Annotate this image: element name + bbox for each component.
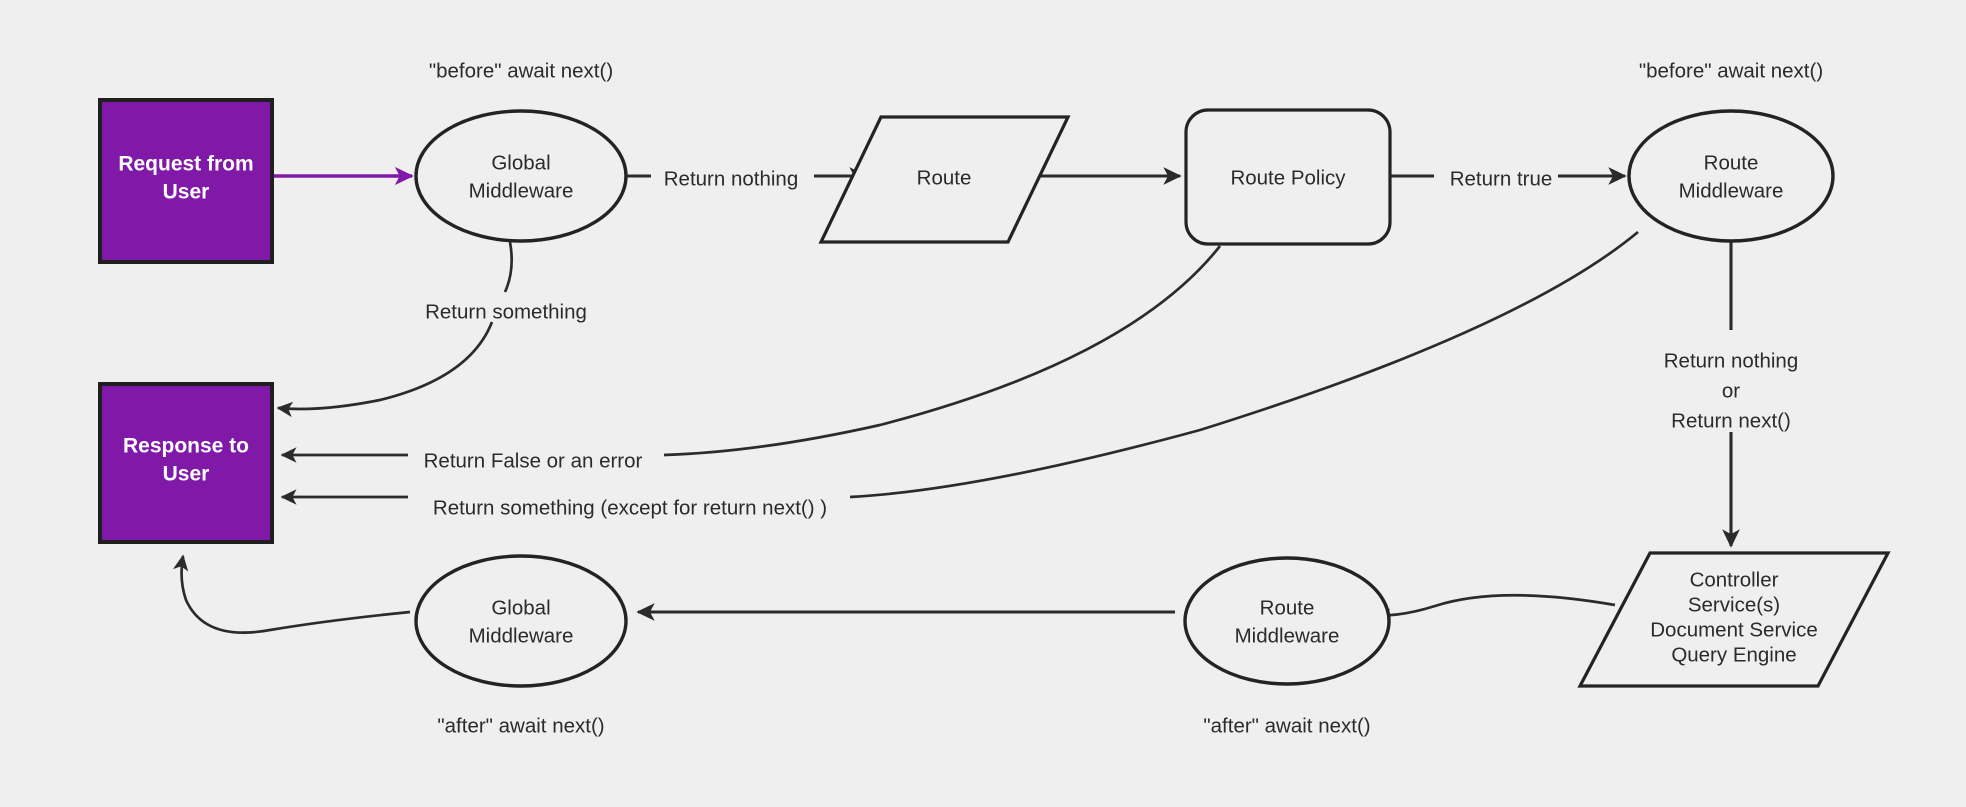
node-route-middleware-after[interactable]: Route Middleware <box>1183 556 1391 686</box>
route-middleware-after-label-line1: Route <box>1260 596 1315 619</box>
response-to-user-label-line2: User <box>163 463 210 486</box>
node-route[interactable]: Route <box>818 115 1071 244</box>
route-middleware-before-label-line1: Route <box>1704 151 1759 174</box>
global-middleware-after-label-line1: Global <box>491 596 550 619</box>
edge-label-return-something-except-next: Return something (except for return next… <box>433 496 827 519</box>
response-to-user-box <box>98 382 274 544</box>
route-policy-label: Route Policy <box>1230 166 1346 189</box>
edge-global-middleware-return-something-stub <box>503 241 513 293</box>
edge-return-something-to-response <box>276 321 494 418</box>
edge-label-return-false-or-error: Return False or an error <box>424 449 643 472</box>
edge-controller-to-route-middleware-after <box>1373 593 1616 624</box>
route-parallelogram <box>818 115 1071 244</box>
node-request-from-user[interactable]: Request from User <box>98 98 274 264</box>
global-middleware-before-label-line1: Global <box>491 151 550 174</box>
edge-global-middleware-after-to-response <box>172 554 411 634</box>
route-middleware-before-label-line2: Middleware <box>1679 179 1784 202</box>
annotation-before-route-middleware: "before" await next() <box>1639 59 1823 82</box>
node-global-middleware-before[interactable]: Global Middleware <box>414 109 628 243</box>
node-response-to-user[interactable]: Response to User <box>98 382 274 544</box>
route-middleware-after-label-line2: Middleware <box>1235 624 1340 647</box>
annotation-before-global-middleware: "before" await next() <box>429 59 613 82</box>
global-middleware-after-label-line2: Middleware <box>469 624 574 647</box>
edge-label-return-nothing-or-next-line1: Return nothing <box>1664 349 1798 372</box>
global-middleware-before-label-line2: Middleware <box>469 179 574 202</box>
response-to-user-label-line1: Response to <box>123 435 249 458</box>
edge-label-return-something: Return something <box>425 300 587 323</box>
global-middleware-before-ellipse <box>414 109 628 243</box>
node-route-policy[interactable]: Route Policy <box>1184 108 1392 246</box>
global-middleware-after-ellipse <box>414 554 628 688</box>
controller-block-line-1: Controller <box>1690 568 1779 591</box>
route-middleware-before-ellipse <box>1627 109 1835 243</box>
edge-label-return-true: Return true <box>1450 167 1553 190</box>
request-from-user-label-line1: Request from <box>118 153 253 176</box>
annotation-after-route-middleware: "after" await next() <box>1203 714 1370 737</box>
edge-label-return-nothing: Return nothing <box>664 167 798 190</box>
request-from-user-label-line2: User <box>163 181 210 204</box>
edge-label-return-nothing-or-next-line3: Return next() <box>1671 409 1791 432</box>
route-policy-box <box>1184 108 1392 246</box>
annotation-after-global-middleware: "after" await next() <box>437 714 604 737</box>
node-global-middleware-after[interactable]: Global Middleware <box>414 554 628 688</box>
controller-block-line-3: Document Service <box>1650 618 1817 641</box>
controller-block-line-4: Query Engine <box>1671 643 1796 666</box>
node-controller-block[interactable]: Controller Service(s) Document Service Q… <box>1577 551 1891 688</box>
node-route-middleware-before[interactable]: Route Middleware <box>1627 109 1835 243</box>
route-middleware-after-ellipse <box>1183 556 1391 686</box>
controller-block-line-2: Service(s) <box>1688 593 1780 616</box>
request-from-user-box <box>98 98 274 264</box>
edge-route-policy-to-label-false-error <box>663 245 1222 457</box>
controller-block-parallelogram <box>1577 551 1891 688</box>
edge-route-middleware-to-label-except-next <box>849 230 1639 499</box>
edge-label-return-nothing-or-next-line2: or <box>1722 379 1740 402</box>
route-label: Route <box>917 166 972 189</box>
